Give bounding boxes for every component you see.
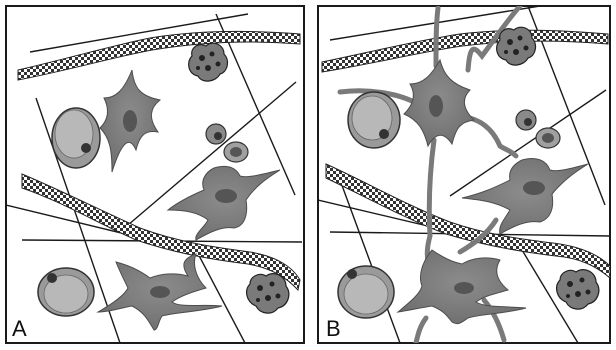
- panel-a: A: [6, 6, 304, 343]
- panel-b-label: B: [326, 316, 341, 341]
- small-cell: [224, 142, 248, 162]
- small-cell: [516, 110, 536, 130]
- panel-a-label: A: [12, 316, 27, 341]
- panel-b: B: [318, 6, 610, 343]
- round-cell: [338, 266, 394, 318]
- round-cell: [38, 268, 94, 316]
- small-cell: [536, 128, 560, 148]
- nucleus: [123, 110, 137, 132]
- nucleus: [523, 181, 545, 195]
- small-cell: [206, 124, 226, 144]
- round-cell: [52, 108, 100, 168]
- nucleus: [429, 95, 443, 117]
- round-cell: [348, 92, 400, 148]
- nucleus: [454, 282, 474, 294]
- nucleus: [215, 189, 237, 203]
- nucleus: [150, 286, 170, 298]
